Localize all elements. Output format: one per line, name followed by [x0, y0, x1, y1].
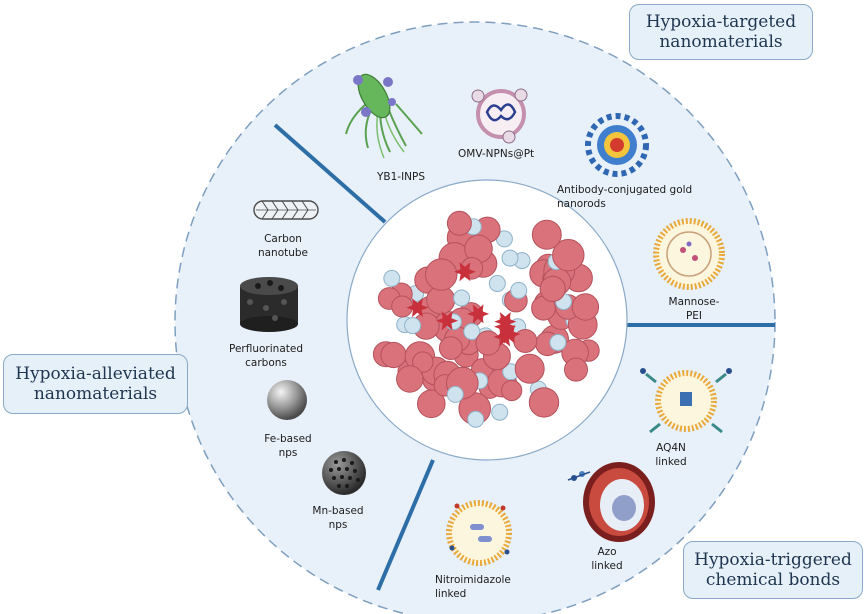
carbon-nanotube-icon: [253, 200, 319, 220]
hypoxia-triggered-title-2: chemical bonds: [705, 570, 841, 590]
immune-cell: [501, 249, 519, 267]
label-antibody-2: nanorods: [557, 198, 606, 210]
immune-cell: [453, 289, 471, 307]
immune-cell: [510, 281, 528, 299]
hypoxia-targeted-box: Hypoxia-targeted nanomaterials: [629, 4, 813, 60]
tumor-cell: [425, 258, 458, 291]
dying-cell: [453, 262, 476, 282]
dying-cell: [498, 324, 521, 344]
tumor-cell: [475, 330, 501, 356]
tumor-cell: [514, 353, 545, 384]
dying-cell: [467, 304, 490, 324]
vesicle-icon: [471, 88, 528, 144]
immune-cell: [488, 275, 506, 292]
hypoxia-targeted-title-1: Hypoxia-targeted: [645, 12, 797, 32]
aq4n-liposome-icon: [640, 368, 732, 434]
azo-cell-icon: [567, 462, 655, 542]
label-antibody-1: Antibody-conjugated gold: [557, 184, 692, 196]
hypoxia-triggered-box: Hypoxia-triggered chemical bonds: [683, 541, 863, 599]
gold-nanorod-icon: [585, 113, 649, 177]
hypoxia-alleviated-box: Hypoxia-alleviated nanomaterials: [3, 354, 188, 414]
tumor-cell: [417, 389, 446, 419]
tumor-cell: [564, 357, 588, 382]
hypoxia-targeted-title-2: nanomaterials: [659, 32, 783, 52]
label-yb1: YB1-INPS: [376, 171, 425, 183]
fe-nanoparticle-icon: [267, 380, 307, 420]
label-aq4n-1: AQ4N: [656, 442, 686, 454]
porous-carbon-icon: [240, 277, 298, 332]
label-nitro-2: linked: [435, 588, 466, 600]
label-mn-1: Mn-based: [312, 505, 363, 517]
label-pfc-2: carbons: [245, 357, 287, 369]
hypoxia-triggered-title-1: Hypoxia-triggered: [694, 550, 852, 570]
tumor-cluster-icon: [372, 210, 600, 428]
tumor-cell: [571, 293, 600, 321]
label-aq4n-2: linked: [655, 456, 686, 468]
divider-line-sw: [376, 459, 435, 591]
label-fe-2: nps: [279, 447, 298, 459]
nitroimidazole-vesicle-icon: [446, 500, 512, 566]
divider-line-nw: [273, 123, 387, 224]
hypoxia-alleviated-title-2: nanomaterials: [33, 384, 158, 404]
liposome-icon: [653, 218, 725, 290]
label-pfc-1: Perfluorinated: [229, 343, 303, 355]
label-nitro-1: Nitroimidazole: [435, 574, 511, 586]
immune-cell: [491, 403, 509, 421]
immune-cell: [446, 385, 464, 403]
dying-cell: [406, 298, 429, 318]
tumor-cell: [501, 379, 523, 402]
label-omv: OMV-NPNs@Pt: [458, 148, 534, 160]
tumor-cell: [528, 387, 560, 418]
label-carbon-2: nanotube: [258, 247, 308, 259]
immune-cell: [463, 323, 481, 341]
tumor-cell: [396, 365, 424, 393]
immune-cell: [467, 410, 485, 428]
tumor-cell: [446, 210, 472, 236]
immune-cell: [404, 317, 422, 335]
tumor-cell: [380, 341, 407, 369]
label-mannose-1: Mannose-: [669, 296, 720, 308]
tumor-cell: [539, 275, 566, 302]
mn-nanoparticle-icon: [322, 451, 366, 495]
tumor-cell: [552, 239, 585, 272]
label-azo-1: Azo: [597, 546, 616, 558]
tumor-cell: [438, 336, 463, 361]
label-carbon-1: Carbon: [264, 233, 302, 245]
hypoxia-alleviated-title-1: Hypoxia-alleviated: [15, 364, 176, 384]
label-mn-2: nps: [329, 519, 348, 531]
label-azo-2: linked: [591, 560, 622, 572]
dying-cell: [493, 327, 516, 347]
dying-cell: [436, 311, 459, 331]
tumor-cell: [412, 351, 434, 373]
bacteria-icon: [345, 73, 423, 159]
tumor-cell: [531, 219, 562, 250]
immune-cell: [383, 269, 401, 287]
label-mannose-2: PEI: [686, 310, 702, 322]
label-fe-1: Fe-based: [264, 433, 311, 445]
immune-cell: [549, 334, 567, 351]
